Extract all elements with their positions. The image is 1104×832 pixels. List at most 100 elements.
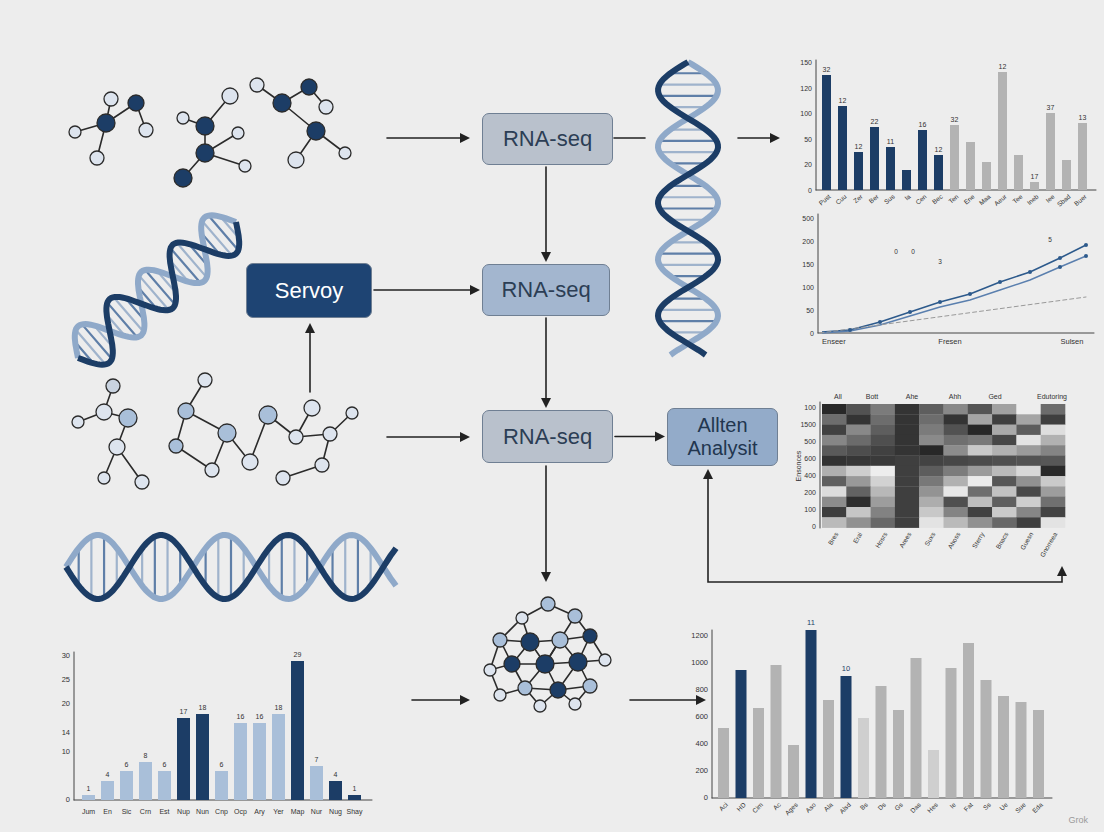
atom xyxy=(128,95,144,111)
bar xyxy=(982,162,991,190)
flow-connector xyxy=(541,318,551,408)
bar xyxy=(1030,182,1039,190)
arrow-head xyxy=(541,572,551,582)
atom xyxy=(135,475,149,489)
axis-label: Sic xyxy=(122,808,132,815)
bar xyxy=(870,127,879,190)
atom xyxy=(119,409,137,427)
flow-arrow xyxy=(541,466,551,582)
heatmap-cell xyxy=(1016,425,1041,436)
bar xyxy=(934,155,943,190)
heatmap-cell xyxy=(944,425,969,436)
heatmap-cell xyxy=(919,507,944,518)
bar xyxy=(310,766,323,800)
axis-tick: 100 xyxy=(804,506,816,513)
column-header: Bott xyxy=(866,393,878,400)
bar xyxy=(177,718,190,800)
base-pair xyxy=(672,219,704,221)
heatmap-cell xyxy=(1041,476,1066,487)
base-pair xyxy=(662,264,713,266)
base-pair xyxy=(672,72,704,74)
axis-tick: 400 xyxy=(804,472,816,479)
column-header: Ged xyxy=(988,393,1001,400)
heatmap-cell xyxy=(919,486,944,497)
axis-label: Sus xyxy=(883,194,896,206)
atom xyxy=(174,169,192,187)
bar xyxy=(823,700,834,798)
arrow-head xyxy=(696,695,706,705)
heatmap-cell xyxy=(846,445,871,456)
heatmap-cell xyxy=(992,476,1017,487)
bar xyxy=(120,771,133,800)
axis-label: Zer xyxy=(852,194,864,205)
axis-title: Ensonces xyxy=(795,451,802,482)
atom xyxy=(196,144,214,162)
value-label: 22 xyxy=(871,118,879,125)
base-pair xyxy=(78,550,80,584)
heatmap-cell xyxy=(1016,445,1041,456)
heatmap-cell xyxy=(1041,456,1066,467)
dna-helix xyxy=(658,62,718,355)
bar xyxy=(946,668,957,798)
value-label: 32 xyxy=(823,66,831,73)
bar xyxy=(902,170,911,190)
data-line xyxy=(822,256,1086,333)
heatmap-cell xyxy=(1041,435,1066,446)
atom xyxy=(516,612,528,624)
base-pair xyxy=(166,540,168,595)
value-label: 12 xyxy=(855,143,863,150)
heatmap-cell xyxy=(919,404,944,415)
axis-tick: 0 xyxy=(812,523,816,530)
base-pair xyxy=(662,140,713,142)
axis-label: Aeur xyxy=(993,194,1008,208)
flow-arrow xyxy=(412,695,470,705)
axis-tick: 0 xyxy=(66,796,70,804)
axis xyxy=(816,60,817,190)
axis-label: Ue xyxy=(999,802,1009,812)
atom xyxy=(273,94,291,112)
heatmap-cell xyxy=(1016,466,1041,477)
heatmap-cell xyxy=(919,456,944,467)
heatmap-cell xyxy=(822,445,847,456)
axis-label: Suxs xyxy=(924,531,937,547)
atom xyxy=(518,681,532,695)
axis-label: Bec xyxy=(931,194,944,206)
axis-tick: 100 xyxy=(804,404,816,411)
atom xyxy=(504,656,520,672)
heatmap-cell xyxy=(846,425,871,436)
axis-tick: 150 xyxy=(802,261,814,268)
axis-label: Ber xyxy=(868,194,880,205)
heatmap-cell xyxy=(944,456,969,467)
axis-tick: 100 xyxy=(802,284,814,291)
heatmap-cell xyxy=(846,517,871,528)
atom xyxy=(177,112,189,124)
process-box: RNA-seq xyxy=(482,410,613,463)
flow-connector xyxy=(615,432,665,442)
axis-label: Ds xyxy=(877,802,887,812)
value-label: 12 xyxy=(999,63,1007,70)
heatmap-cell xyxy=(919,466,944,477)
value-label: 17 xyxy=(1031,173,1039,180)
arrow-head xyxy=(703,469,713,479)
arrow-head xyxy=(770,133,780,143)
arrow-head xyxy=(541,398,551,408)
arrow-head xyxy=(1057,566,1067,576)
atom xyxy=(346,407,358,419)
axis-label: Buer xyxy=(1073,194,1088,208)
axis-tick: 800 xyxy=(695,686,708,694)
axis xyxy=(818,214,819,333)
heatmap-cell xyxy=(968,435,993,446)
connector-line xyxy=(374,289,473,291)
base-pair xyxy=(344,540,346,595)
atom xyxy=(569,698,581,710)
heatmap-cell xyxy=(822,425,847,436)
base-pair xyxy=(672,331,704,333)
value-label: 18 xyxy=(275,704,283,711)
atom xyxy=(323,427,337,441)
base-pair xyxy=(306,550,308,584)
atom xyxy=(97,114,115,132)
bar xyxy=(215,771,228,800)
flow-arrow xyxy=(738,133,780,143)
axis xyxy=(712,630,713,798)
heatmap-cell xyxy=(992,404,1017,415)
